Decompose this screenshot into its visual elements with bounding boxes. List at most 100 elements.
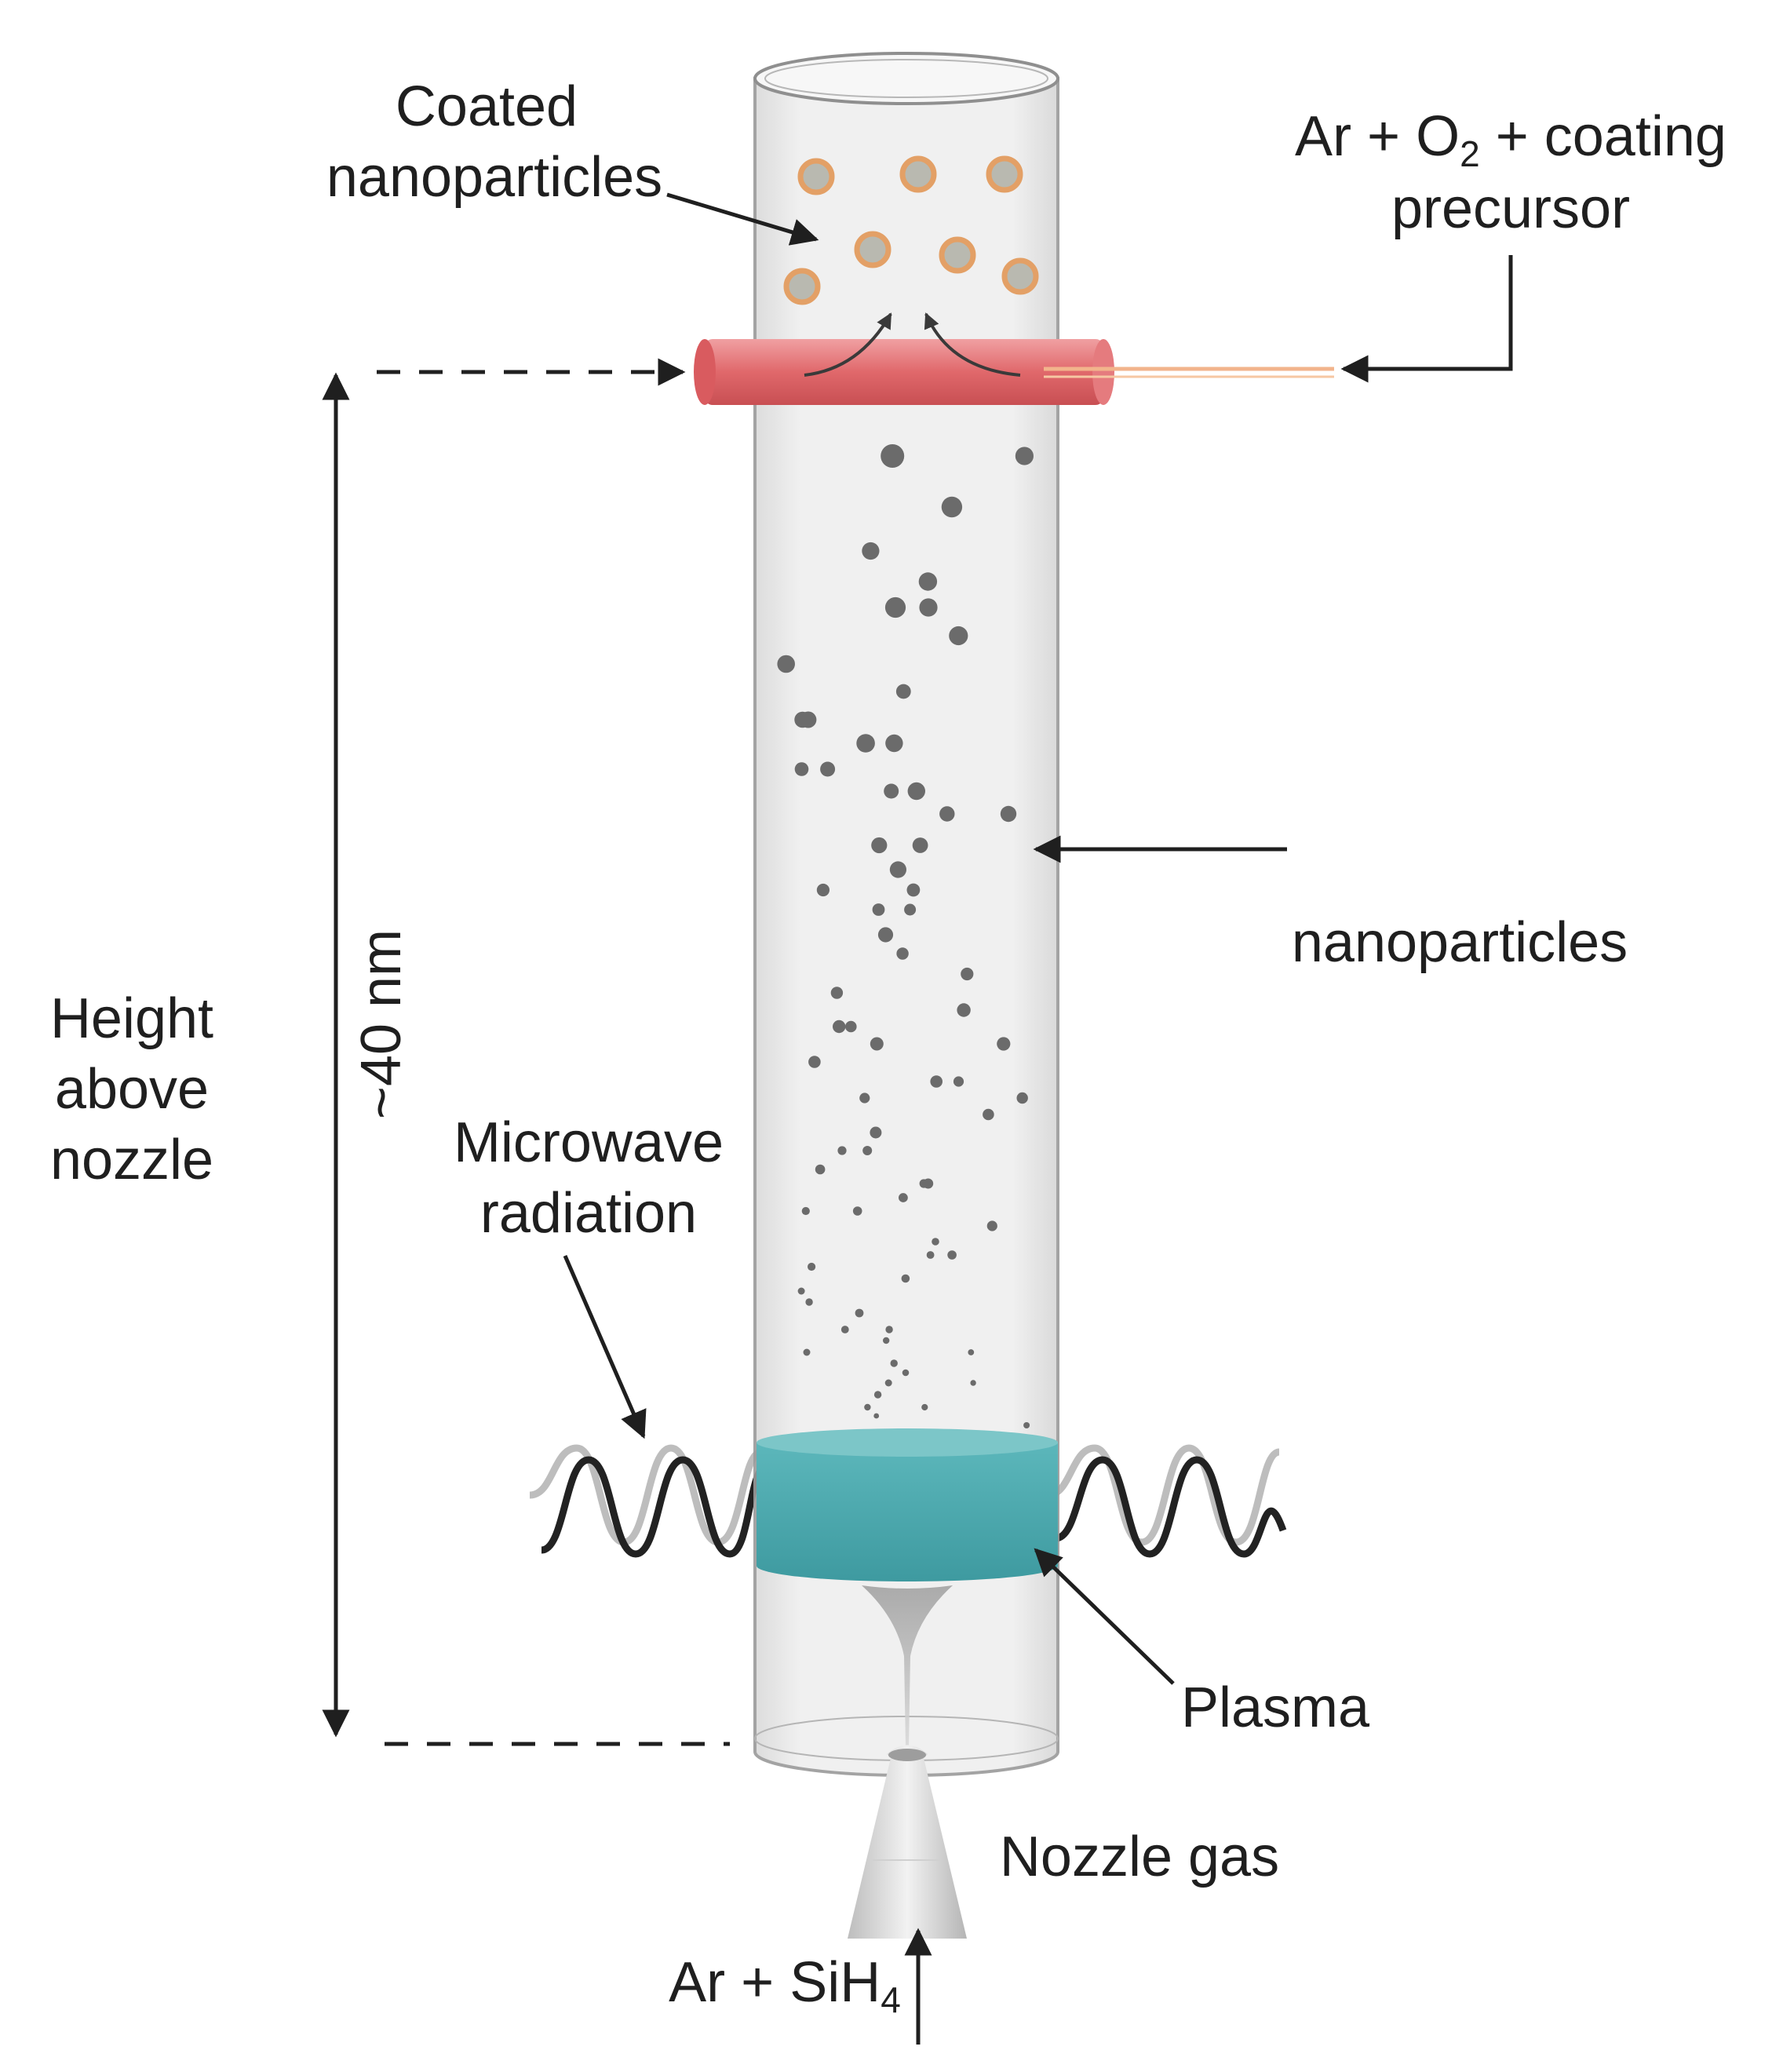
- nanoparticle-dot: [941, 496, 963, 518]
- nanoparticle-dot: [808, 1262, 816, 1271]
- nanoparticle-dot: [896, 947, 909, 960]
- nanoparticle-dot: [883, 1337, 890, 1344]
- microwave-wave-right: [1047, 1444, 1287, 1558]
- nanoparticle-dot: [1000, 805, 1017, 823]
- nanoparticle-dot: [859, 1093, 870, 1103]
- nanoparticle-dot: [855, 1308, 864, 1318]
- nanoparticle-dot: [833, 1020, 846, 1034]
- distance-label: ~40 nm: [350, 929, 413, 1119]
- nanoparticle-dot: [923, 1178, 934, 1189]
- nozzle-gas-label: Nozzle gas: [1000, 1826, 1279, 1888]
- nanoparticle-dot: [872, 903, 885, 916]
- nanoparticle-dot: [986, 1220, 997, 1231]
- microwave-label-line1: Microwave: [454, 1111, 724, 1174]
- nanoparticle-dot: [820, 761, 836, 777]
- nanoparticle-dot: [856, 734, 875, 753]
- nanoparticle-dot: [797, 1287, 805, 1295]
- plasma-label: Plasma: [1181, 1676, 1370, 1739]
- nanoparticle-dot: [830, 987, 844, 999]
- nanoparticle-dot: [885, 734, 903, 753]
- height-label-line2: above: [55, 1058, 209, 1121]
- nanoparticle-dot: [919, 598, 938, 617]
- nanoparticle-dot: [884, 783, 899, 799]
- nanoparticle-dot: [870, 1037, 884, 1051]
- nanoparticle-dot: [877, 927, 894, 943]
- coated-nanoparticle: [986, 155, 1023, 193]
- nanoparticle-dot: [840, 1326, 849, 1333]
- nanoparticle-dot: [912, 837, 928, 853]
- nanoparticle-dot: [852, 1206, 862, 1216]
- nanoparticle-dot: [873, 1413, 880, 1419]
- nanoparticle-dot: [970, 1380, 976, 1386]
- nanoparticle-dot: [895, 684, 911, 699]
- precursor-callout-arrow: [1340, 255, 1513, 383]
- coated-callout-arrow: [666, 192, 819, 246]
- nanoparticles-label: nanoparticles: [1292, 911, 1628, 974]
- nanoparticle-dot: [953, 1076, 964, 1087]
- coated-nanoparticle: [797, 158, 835, 195]
- nanoparticle-dot: [1023, 1422, 1030, 1428]
- nanoparticle-dot: [902, 1369, 910, 1377]
- nanoparticle-dot: [939, 806, 955, 822]
- nanoparticle-dot: [873, 1391, 882, 1399]
- nanoparticle-dot: [862, 1146, 873, 1155]
- nanoparticle-dot: [904, 903, 917, 916]
- nanoparticle-dot: [884, 596, 906, 618]
- nanoparticle-dot: [930, 1075, 943, 1088]
- nanoparticle-dot: [837, 1146, 847, 1155]
- nanoparticle-dot: [870, 1126, 882, 1139]
- coated-nanoparticle: [1001, 257, 1039, 295]
- height-label-line3: nozzle: [50, 1129, 213, 1191]
- nanoparticle-dot: [845, 1020, 857, 1033]
- nanoparticle-dot: [926, 1251, 935, 1259]
- nanoparticle-dot: [1016, 1092, 1028, 1104]
- coated-nanoparticle: [783, 268, 821, 305]
- nanoparticle-dot: [918, 572, 938, 591]
- nanoparticle-dot: [949, 626, 968, 646]
- nanoparticle-dot: [947, 1250, 957, 1260]
- nanoparticle-dot: [921, 1403, 928, 1411]
- nanoparticle-dot: [983, 1108, 994, 1121]
- nanoparticle-cloud: [777, 444, 1034, 1428]
- nanoparticle-dot: [815, 1164, 826, 1175]
- nanoparticle-dot: [889, 861, 906, 878]
- nanoparticle-dot: [968, 1349, 975, 1355]
- coated-label-line2: nanoparticles: [326, 146, 662, 209]
- microwave-label-line2: radiation: [480, 1182, 697, 1245]
- nanoparticle-dot: [885, 1326, 893, 1333]
- nanoparticle-dot: [805, 1298, 813, 1306]
- nanoparticle-dot: [816, 883, 830, 897]
- coated-nanoparticle: [854, 231, 892, 268]
- nanoparticle-dot: [901, 1274, 910, 1283]
- nanoparticle-dot: [1015, 447, 1034, 465]
- microwave-wave-left: [529, 1444, 767, 1558]
- plasma-jet: [862, 1585, 953, 1746]
- nanoparticle-dot: [864, 1403, 871, 1411]
- nanoparticle-dot: [777, 655, 795, 673]
- nanoparticle-dot: [906, 883, 921, 897]
- nanoparticle-dot: [862, 542, 880, 560]
- nanoparticle-dot: [997, 1037, 1011, 1051]
- plasma-callout-arrow: [1034, 1548, 1175, 1685]
- nozzle: [848, 1745, 967, 1939]
- nanoparticle-dot: [884, 1379, 892, 1387]
- nanoparticle-dot: [801, 1206, 810, 1216]
- feed-gas-label: Ar + SiH4: [669, 1951, 901, 2020]
- coated-nanoparticle: [899, 155, 937, 193]
- precursor-label-line2: precursor: [1391, 177, 1630, 240]
- microwave-callout-arrow: [563, 1255, 647, 1439]
- nanoparticle-dot: [800, 711, 817, 728]
- coated-nanoparticle: [939, 236, 976, 274]
- nanoparticle-dot: [881, 444, 905, 468]
- coated-label-line1: Coated: [396, 75, 578, 138]
- coated-nanoparticle-group: [783, 155, 1039, 305]
- nanoparticle-dot: [794, 762, 809, 776]
- nanoparticle-dot: [899, 1193, 908, 1202]
- nanoparticle-dot: [808, 1056, 821, 1068]
- nanoparticle-dot: [803, 1348, 811, 1356]
- height-label-line1: Height: [50, 987, 213, 1050]
- coating-inlet-ring: [694, 312, 1334, 405]
- nanoparticle-dot: [932, 1238, 939, 1246]
- plasma-band: [757, 1428, 1058, 1581]
